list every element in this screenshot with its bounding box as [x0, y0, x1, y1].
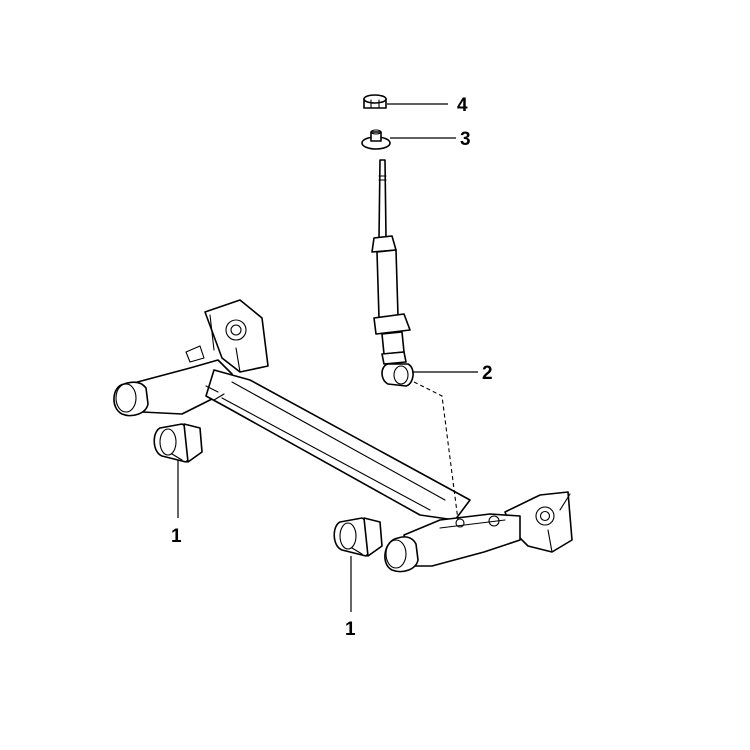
- callout-1-right: 1: [345, 619, 356, 640]
- callout-3: 3: [460, 129, 471, 150]
- callout-1-left: 1: [171, 526, 182, 547]
- leader-lines: [177, 103, 478, 612]
- assembly-dashed-line: [413, 381, 459, 521]
- callout-2: 2: [482, 363, 493, 384]
- rear-axle-beam: [113, 299, 573, 573]
- shock-absorber: [371, 159, 411, 365]
- upper-mount-washer: [361, 129, 391, 150]
- bushing-left: [153, 423, 203, 463]
- bushing-right: [333, 517, 383, 557]
- callout-4: 4: [457, 95, 468, 116]
- mount-nut: [363, 94, 387, 109]
- shock-lower-bushing: [381, 363, 414, 387]
